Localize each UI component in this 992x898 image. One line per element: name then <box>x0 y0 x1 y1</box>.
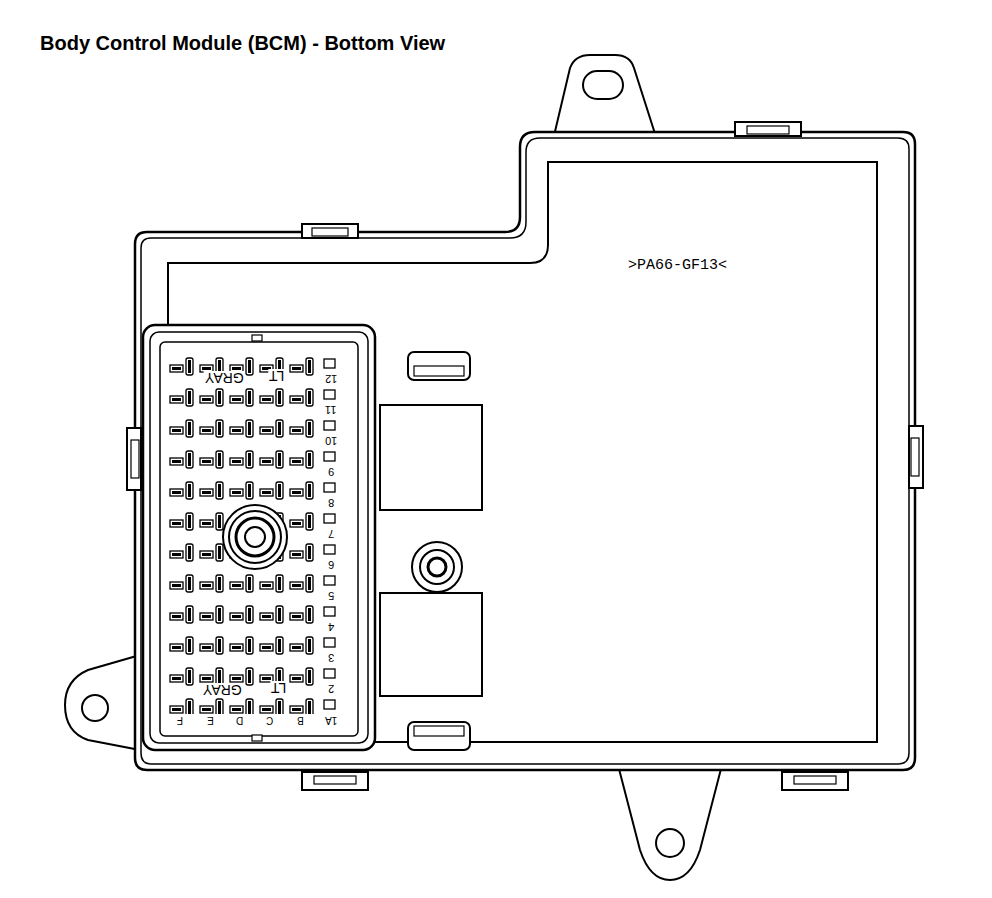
connector-color: GRAY <box>202 683 243 697</box>
pin-number: 6 <box>327 559 335 570</box>
pin-letter: E <box>206 715 215 725</box>
connector-color: LT <box>268 369 285 383</box>
pin-number: 1A <box>324 715 338 725</box>
pin-number: 12 <box>324 373 338 384</box>
pin-number: 9 <box>327 466 335 477</box>
connector-color: GRAY <box>204 371 245 385</box>
pin-number: 3 <box>327 652 335 663</box>
pin-number: 8 <box>327 497 335 508</box>
pin-number: 5 <box>327 590 335 601</box>
pin-number: 11 <box>324 404 337 415</box>
pin-letter: B <box>296 715 305 725</box>
pin-letter: F <box>176 715 184 725</box>
pin-number: 4 <box>327 621 335 632</box>
pin-number: 7 <box>327 528 335 539</box>
material-marking: >PA66-GF13< <box>628 258 727 273</box>
diagram-title: Body Control Module (BCM) - Bottom View <box>40 33 445 53</box>
pin-letter: D <box>235 715 244 725</box>
pin-number: 2 <box>327 683 335 694</box>
pin-letter: C <box>265 715 274 725</box>
connector-color: LT <box>270 681 287 695</box>
pin-number: 10 <box>324 435 338 446</box>
